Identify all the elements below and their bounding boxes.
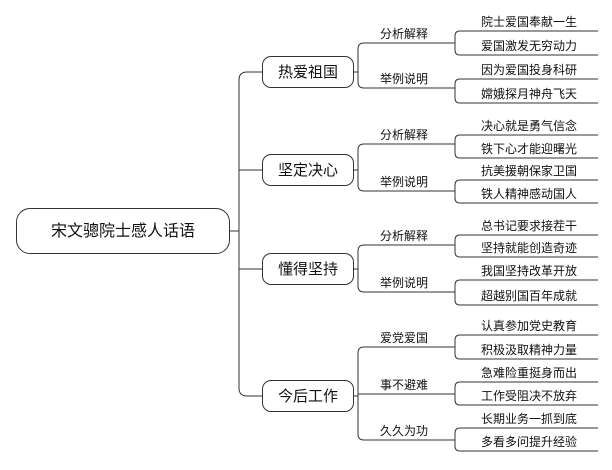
leaf-connector [454, 394, 598, 406]
sub-connector [357, 42, 448, 72]
leaf-node[interactable]: 嫦娥探月神舟飞天 [481, 87, 578, 101]
sub-node[interactable]: 举例说明 [379, 276, 428, 290]
leaf-node[interactable]: 决心就是勇气信念 [481, 119, 578, 133]
topic-node[interactable]: 懂得坚持 [262, 253, 354, 285]
leaf-node[interactable]: 铁下心才能迎曙光 [481, 142, 578, 156]
sub-node[interactable]: 分析解释 [379, 27, 428, 41]
topic-node[interactable]: 热爱祖国 [262, 56, 354, 88]
leaf-node[interactable]: 长期业务一抓到底 [481, 412, 578, 426]
topic-label: 懂得坚持 [277, 260, 338, 278]
leaf-connector [454, 427, 598, 440]
leaf-connector [454, 279, 598, 292]
leaf-connector [454, 30, 598, 43]
topic-node[interactable]: 今后工作 [262, 380, 354, 412]
leaf-node[interactable]: 因为爱国投身科研 [481, 63, 578, 77]
leaf-connector [454, 78, 598, 88]
sub-connector [357, 244, 448, 269]
leaf-connector [454, 134, 598, 144]
trunk-line [238, 71, 262, 397]
sub-node[interactable]: 举例说明 [379, 72, 428, 86]
sub-connector [357, 170, 448, 192]
leaf-connector [454, 292, 598, 306]
leaf-connector [454, 234, 598, 245]
leaf-node[interactable]: 爱国激发无穷动力 [481, 39, 578, 53]
sub-connector [357, 72, 448, 89]
leaf-connector [454, 191, 598, 204]
sub-connector [357, 346, 448, 396]
topic-label: 今后工作 [277, 387, 338, 405]
leaf-node[interactable]: 超越别国百年成就 [481, 289, 578, 303]
sub-node[interactable]: 分析解释 [379, 229, 428, 243]
topic-node[interactable]: 坚定决心 [262, 154, 354, 186]
leaf-connector [454, 381, 598, 394]
sub-node[interactable]: 久久为功 [379, 424, 428, 438]
sub-node[interactable]: 爱党爱国 [379, 331, 428, 345]
sub-node[interactable]: 分析解释 [379, 128, 428, 142]
root-node[interactable]: 宋文骢院士感人话语 [16, 208, 230, 254]
leaf-connector [454, 179, 598, 191]
leaf-connector [454, 347, 598, 360]
leaf-node[interactable]: 认真参加党史教育 [481, 319, 578, 333]
leaf-node[interactable]: 铁人精神感动国人 [481, 187, 578, 201]
leaf-connector [454, 440, 598, 452]
leaf-node[interactable]: 总书记要求接茬干 [481, 219, 578, 233]
leaf-connector [454, 245, 598, 258]
leaf-node[interactable]: 我国坚持改革开放 [481, 264, 578, 278]
leaf-connector [454, 334, 598, 347]
leaf-node[interactable]: 院士爱国奉献一生 [481, 15, 578, 29]
leaf-node[interactable]: 工作受阻决不放弃 [481, 389, 578, 403]
leaf-connector [454, 88, 598, 104]
root-label: 宋文骢院士感人话语 [50, 221, 195, 240]
leaf-node[interactable]: 抗美援朝保家卫国 [481, 164, 578, 178]
leaf-node[interactable]: 多看多问提升经验 [481, 435, 578, 449]
leaf-node[interactable]: 积极汲取精神力量 [481, 343, 578, 357]
topic-label: 坚定决心 [277, 161, 338, 179]
sub-connector [357, 396, 448, 441]
sub-connector [357, 143, 448, 170]
leaf-connector [454, 144, 598, 159]
topic-label: 热爱祖国 [277, 63, 338, 81]
sub-connector [357, 269, 448, 293]
sub-node[interactable]: 举例说明 [379, 175, 428, 189]
leaf-node[interactable]: 急难险重挺身而出 [481, 366, 578, 380]
leaf-connector [454, 43, 598, 56]
leaf-node[interactable]: 坚持就能创造奇迹 [481, 241, 578, 255]
sub-node[interactable]: 事不避难 [379, 378, 428, 392]
